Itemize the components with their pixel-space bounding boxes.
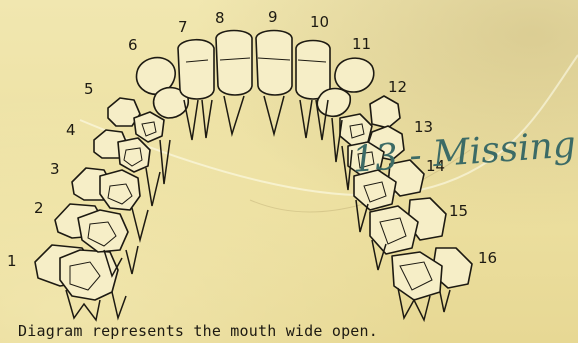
tooth-number-7: 7	[178, 20, 188, 35]
tooth-number-5: 5	[84, 82, 94, 97]
tooth-number-6: 6	[128, 38, 138, 53]
tooth-11-body	[317, 89, 350, 117]
tooth-number-2: 2	[34, 201, 44, 216]
tooth-4-body	[118, 138, 150, 172]
tooth-number-12: 12	[388, 80, 407, 95]
tooth-number-9: 9	[268, 10, 278, 25]
tooth-11	[335, 58, 374, 92]
diagram-caption: Diagram represents the mouth wide open.	[18, 322, 378, 340]
tooth-number-3: 3	[50, 162, 60, 177]
tooth-7	[178, 40, 214, 99]
tooth-8	[216, 31, 252, 96]
tooth-1-body	[60, 250, 118, 300]
tooth-12	[370, 96, 400, 128]
tooth-number-11: 11	[352, 37, 371, 52]
tooth-number-8: 8	[215, 11, 225, 26]
tooth-number-10: 10	[310, 15, 329, 30]
tooth-9	[256, 31, 292, 96]
tooth-number-15: 15	[449, 204, 468, 219]
tooth-number-1: 1	[7, 254, 17, 269]
tooth-number-16: 16	[478, 251, 497, 266]
tooth-number-4: 4	[66, 123, 76, 138]
tooth-number-13: 13	[414, 120, 433, 135]
tooth-3-body	[100, 170, 140, 210]
